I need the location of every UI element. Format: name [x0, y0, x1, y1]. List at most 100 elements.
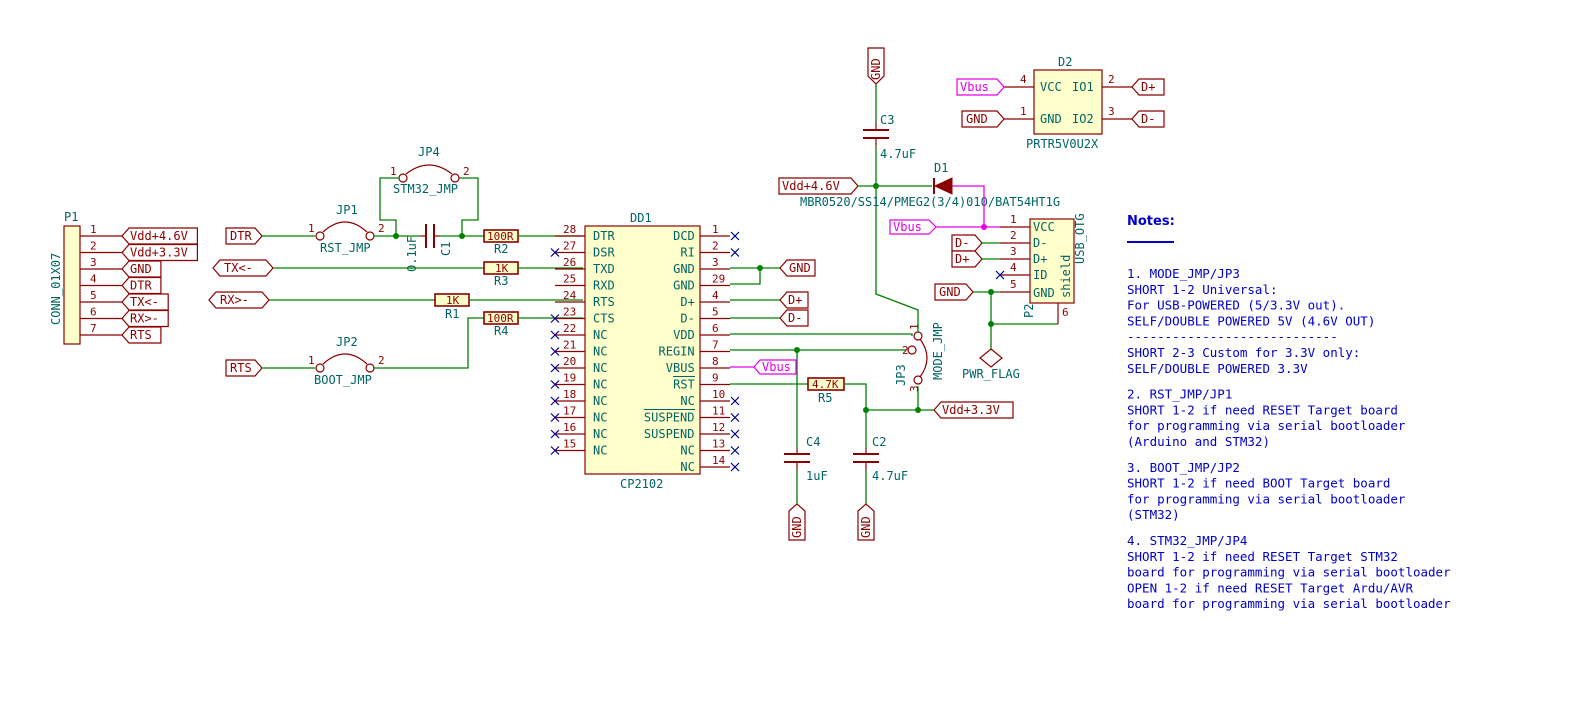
connector-net-label: RX>- [121, 309, 169, 328]
svg-text:shield: shield [1059, 255, 1073, 298]
notes-line: for programming via serial bootloader [1127, 418, 1406, 433]
svg-text:D-: D- [1033, 236, 1047, 250]
net-label-dtr: DTR [225, 227, 263, 245]
net-label-rts: RTS [225, 359, 263, 377]
svg-text:RST_JMP: RST_JMP [320, 241, 371, 255]
ic-pin-number: 14 [712, 454, 726, 467]
ic-pin-number: 19 [563, 372, 576, 385]
net-label-vbus-usb: Vbus [889, 219, 937, 235]
svg-text:4: 4 [1010, 261, 1017, 274]
connector-pin-number: 3 [90, 256, 97, 269]
svg-text:RX>-: RX>- [220, 293, 249, 307]
net-label-vdd33: Vdd+3.3V [933, 401, 1014, 419]
ic-pin-name: RXD [593, 279, 615, 293]
ic-pin-name: RI [680, 246, 694, 260]
resistor-r1: 1K R1 [434, 293, 470, 321]
notes-line: for programming via serial bootloader [1127, 491, 1406, 506]
connector-pin-number: 7 [90, 322, 97, 335]
notes-line: SHORT 1-2 if need RESET Target STM32 [1127, 549, 1398, 564]
net-label-dplus-usb: D+ [951, 250, 983, 268]
ic-pin-number: 9 [712, 372, 719, 385]
svg-text:DD1: DD1 [630, 211, 652, 225]
svg-text:GND: GND [939, 285, 961, 299]
ic-pin-number: 27 [563, 240, 576, 253]
svg-text:GND: GND [966, 112, 988, 126]
ic-pin-number: 4 [712, 289, 719, 302]
svg-text:JP2: JP2 [336, 335, 358, 349]
svg-text:USB_OTG: USB_OTG [1073, 213, 1087, 264]
svg-text:JP1: JP1 [336, 203, 358, 217]
svg-text:GND: GND [859, 516, 873, 538]
ic-pin-number: 23 [563, 306, 576, 319]
svg-text:VCC: VCC [1033, 220, 1055, 234]
notes-line: 4. STM32_JMP/JP4 [1127, 533, 1247, 548]
svg-text:2: 2 [378, 354, 385, 367]
junction [757, 265, 763, 271]
svg-text:2: 2 [1108, 73, 1115, 86]
ic-pin-name: VDD [673, 328, 695, 342]
notes-line: SELF/DOUBLE POWERED 3.3V [1127, 361, 1308, 376]
ic-pin-number: 7 [712, 339, 719, 352]
svg-text:DTR: DTR [230, 229, 252, 243]
ic-pin-name: NC [593, 394, 607, 408]
notes-line: SHORT 2-3 Custom for 3.3V only: [1127, 345, 1360, 360]
junction [981, 224, 987, 230]
connector-net-text: GND [130, 262, 152, 276]
svg-text:6: 6 [1062, 306, 1069, 319]
svg-text:GND: GND [1033, 286, 1055, 300]
net-label-tx: TX<- [212, 259, 274, 277]
svg-text:C1: C1 [439, 242, 453, 256]
svg-text:CP2102: CP2102 [620, 477, 663, 491]
capacitor-c4: C4 1uF [784, 435, 828, 483]
ic-pin-name: NC [593, 378, 607, 392]
no-connect-marker [730, 462, 740, 472]
svg-text:D+: D+ [788, 293, 802, 307]
jumper-jp1: JP1 1 2 RST_JMP [308, 203, 385, 255]
ic-pin-name: CTS [593, 312, 615, 326]
no-connect-marker [550, 429, 560, 439]
svg-text:D+: D+ [1141, 80, 1155, 94]
wire [844, 383, 867, 410]
connector-net-text: DTR [130, 279, 152, 293]
ic-pin-number: 10 [712, 388, 725, 401]
net-label-dplus: D+ [779, 291, 809, 309]
resistor-r4: 100R R4 [483, 311, 519, 338]
connector-net-label: GND [121, 260, 162, 278]
ic-pin-number: 25 [563, 273, 576, 286]
no-connect-marker [730, 413, 740, 422]
capacitor-c1: 0.1uF C1 [405, 224, 453, 272]
ic-pin-name: DTR [593, 229, 615, 243]
svg-text:C4: C4 [806, 435, 820, 449]
notes-line: 3. BOOT_JMP/JP2 [1127, 460, 1240, 475]
notes-line: 1. MODE_JMP/JP3 [1127, 266, 1240, 281]
notes-line: For USB-POWERED (5/3.3V out). [1127, 298, 1345, 313]
net-label-gnd-c3: GND [867, 47, 885, 85]
ic-pin-name: NC [593, 345, 607, 359]
junction [459, 233, 465, 239]
ic-pin-name: NC [593, 427, 607, 441]
svg-text:GND: GND [1040, 112, 1062, 126]
jumper-jp3: 1 2 3 JP3 MODE_JMP [894, 322, 945, 392]
svg-text:Vdd+4.6V: Vdd+4.6V [782, 179, 840, 193]
connector-net-label: TX<- [121, 293, 169, 311]
svg-text:IO2: IO2 [1072, 112, 1094, 126]
resistor-r2: 100R R2 [483, 229, 519, 256]
ic-pin-number: 29 [712, 273, 725, 286]
notes-line: SHORT 1-2 Universal: [1127, 282, 1278, 297]
ic-pin-number: 20 [563, 355, 576, 368]
svg-text:P2: P2 [1022, 304, 1036, 318]
esd-d2: D2 VCC GND IO1 IO2 4 1 2 3 PRTR5V0U2X [1004, 55, 1132, 151]
ic-pin-name: DCD [673, 229, 695, 243]
svg-text:Vbus: Vbus [762, 360, 791, 374]
net-label-gnd-c4: GND [788, 503, 806, 541]
ic-pin-number: 18 [563, 388, 576, 401]
net-label-gnd-ic: GND [779, 259, 816, 277]
svg-text:0.1uF: 0.1uF [405, 236, 419, 272]
usb-body [1029, 218, 1075, 304]
net-label-rx: RX>- [208, 291, 270, 309]
no-connect-marker [730, 248, 740, 257]
net-label-vbus-ic: Vbus [753, 359, 797, 375]
ic-pin-name: NC [593, 361, 607, 375]
svg-text:3: 3 [908, 385, 921, 392]
net-label-gnd-c2: GND [857, 503, 875, 541]
